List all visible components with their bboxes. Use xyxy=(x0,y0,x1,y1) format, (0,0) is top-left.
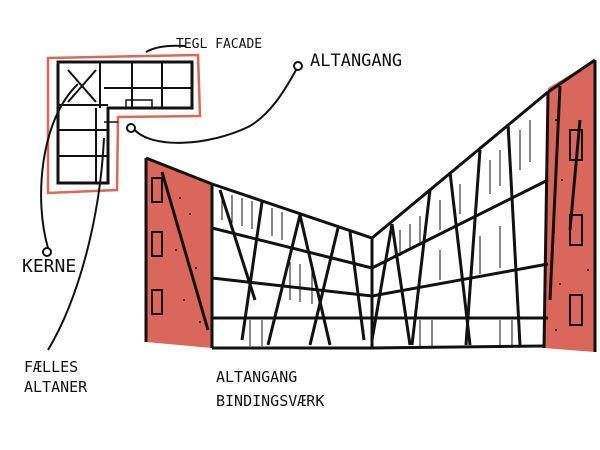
label-binding-line1: ALTANGANG xyxy=(216,368,297,386)
brick-wall-left xyxy=(146,158,212,348)
leader-kerne xyxy=(40,83,79,249)
label-faelles-line2: ALTANER xyxy=(24,378,88,396)
plan-building-outline xyxy=(56,60,194,185)
leader-faelles xyxy=(47,137,105,351)
perspective-view xyxy=(144,58,597,352)
leader-tegl-facade xyxy=(145,44,187,53)
label-faelles-line1: FÆLLES xyxy=(24,358,78,376)
dot-plan xyxy=(126,123,136,133)
label-kerne: KERNE xyxy=(22,256,76,277)
label-binding-line2: BINDINGSVÆRK xyxy=(216,392,324,410)
dot-altangang xyxy=(293,61,303,71)
floor-plan xyxy=(46,53,202,195)
leader-altangang xyxy=(132,69,297,144)
plan-core xyxy=(67,69,97,103)
leader-lines xyxy=(40,44,297,351)
truss-structure xyxy=(144,58,597,352)
label-altangang: ALTANGANG xyxy=(310,51,402,71)
label-tegl-facade: TEGL FACADE xyxy=(176,37,262,52)
dot-kerne xyxy=(42,247,52,257)
plan-brick-facade-outline xyxy=(46,53,202,195)
